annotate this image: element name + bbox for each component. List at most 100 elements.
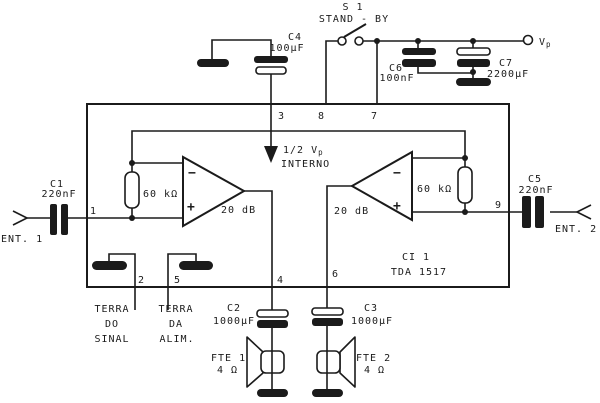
capacitor-c2 — [256, 309, 289, 328]
c2-plate-bottom — [257, 320, 288, 328]
resistor-right — [457, 166, 473, 204]
half-vp-label: 1/2 Vp — [283, 145, 324, 157]
ground-bar-c7 — [456, 78, 491, 86]
c3-plate-top — [311, 307, 344, 316]
s1-ref-label: S 1 — [342, 2, 363, 13]
pin5-hook-wire — [167, 253, 197, 310]
terra-alim-line1: TERRA — [158, 304, 193, 315]
vp-terminal — [522, 34, 534, 46]
c1-plate-left — [50, 204, 57, 235]
ent2-arrow-icon — [575, 204, 592, 220]
c4-plate-bottom — [255, 66, 287, 75]
fte1-impedance-label: 4 Ω — [217, 365, 238, 376]
ground-bar-pin5 — [179, 261, 213, 270]
ground-bar-pin2 — [92, 261, 127, 270]
pin8-label: 8 — [318, 111, 324, 122]
capacitor-c5 — [522, 196, 544, 228]
fte2-box — [316, 350, 341, 374]
c6-plate-bottom — [402, 59, 436, 67]
terra-sinal-line3: SINAL — [94, 334, 129, 345]
opamp-left-gain: 20 dB — [221, 205, 256, 216]
opamp-right-plus: + — [393, 199, 401, 214]
ic-ref-label: CI 1 — [402, 252, 430, 263]
left-output-wire — [244, 190, 273, 310]
switch-terminal-right — [354, 36, 364, 46]
s1-standby-label: STAND - BY — [319, 14, 389, 25]
ic-outline — [86, 103, 510, 288]
c7-plate-top — [456, 47, 491, 56]
ic-part-label: TDA 1517 — [391, 267, 447, 278]
ent1-label: ENT. 1 — [1, 234, 43, 245]
ground-bar-fte1 — [257, 389, 288, 397]
ent1-arrow-icon — [12, 210, 29, 226]
c6-ref-label: C6 — [389, 63, 403, 74]
junction-dot — [462, 155, 468, 161]
interno-label: INTERNO — [281, 159, 330, 170]
c5-ref-label: C5 — [528, 174, 542, 185]
fte2-ref-label: FTE 2 — [356, 353, 391, 364]
c6-c7-link-wire — [417, 67, 473, 74]
junction-dot — [129, 160, 135, 166]
c5-plate-left — [522, 196, 531, 228]
pin3-label: 3 — [278, 111, 284, 122]
c2-value-label: 1000µF — [213, 316, 255, 327]
junction-dot — [415, 38, 421, 44]
switch-lever — [343, 23, 367, 38]
pin1-label: 1 — [90, 206, 96, 217]
junction-dot — [470, 69, 476, 75]
ent2-label: ENT. 2 — [555, 224, 597, 235]
opamp-right-gain: 20 dB — [334, 206, 369, 217]
junction-dot — [462, 209, 468, 215]
opamp-left — [182, 155, 247, 228]
pin7-label: 7 — [371, 111, 377, 122]
capacitor-c4 — [254, 56, 288, 75]
speaker-fte1 — [246, 328, 288, 397]
c6-plate-top — [402, 48, 436, 55]
half-vp-arrowhead — [264, 146, 278, 163]
opamp-left-minus: − — [188, 166, 196, 181]
switch-s1 — [337, 23, 367, 46]
c3-plate-bottom — [312, 318, 343, 326]
junction-dots — [129, 38, 476, 221]
junction-dot — [470, 38, 476, 44]
junction-dot — [129, 215, 135, 221]
vp-main: V — [539, 37, 546, 48]
fte1-ref-label: FTE 1 — [211, 353, 246, 364]
capacitor-c6 — [402, 48, 436, 67]
half-vp-sub: p — [318, 148, 324, 157]
ground-bar-c4 — [197, 59, 229, 67]
fte2-impedance-label: 4 Ω — [364, 365, 385, 376]
c4-value-label: 100µF — [269, 43, 304, 54]
ground-bar-fte2 — [312, 389, 343, 397]
speaker-fte2 — [312, 326, 356, 397]
resistor-left-label: 60 kΩ — [143, 189, 178, 200]
switch-terminal-left — [337, 36, 347, 46]
c3-value-label: 1000µF — [351, 316, 393, 327]
c2-plate-top — [256, 309, 289, 318]
terra-sinal-line1: TERRA — [94, 304, 129, 315]
resistor-left — [124, 171, 140, 209]
opamp-right — [349, 150, 413, 222]
capacitor-c7 — [456, 47, 491, 67]
c7-plate-bottom — [457, 59, 490, 67]
c5-plate-right — [535, 196, 544, 228]
c4-plate-top — [254, 56, 288, 63]
half-vp-main: 1/2 V — [283, 145, 318, 156]
pin2-hook-wire — [108, 253, 136, 310]
c1-ref-label: C1 — [50, 179, 64, 190]
opamp-right-minus: − — [393, 166, 401, 181]
fte1-cone — [246, 336, 264, 388]
c6-value-label: 100nF — [379, 73, 414, 84]
c2-ref-label: C2 — [227, 303, 241, 314]
pin5-label: 5 — [174, 275, 180, 286]
capacitor-c1 — [50, 204, 68, 235]
c4-ref-label: C4 — [288, 32, 302, 43]
fte2-cone — [339, 336, 356, 388]
right-output-wire — [326, 185, 352, 308]
pin4-label: 4 — [277, 275, 283, 286]
junction-dot — [374, 38, 380, 44]
c5-value-label: 220nF — [518, 185, 553, 196]
terra-alim-line3: ALIM. — [159, 334, 194, 345]
